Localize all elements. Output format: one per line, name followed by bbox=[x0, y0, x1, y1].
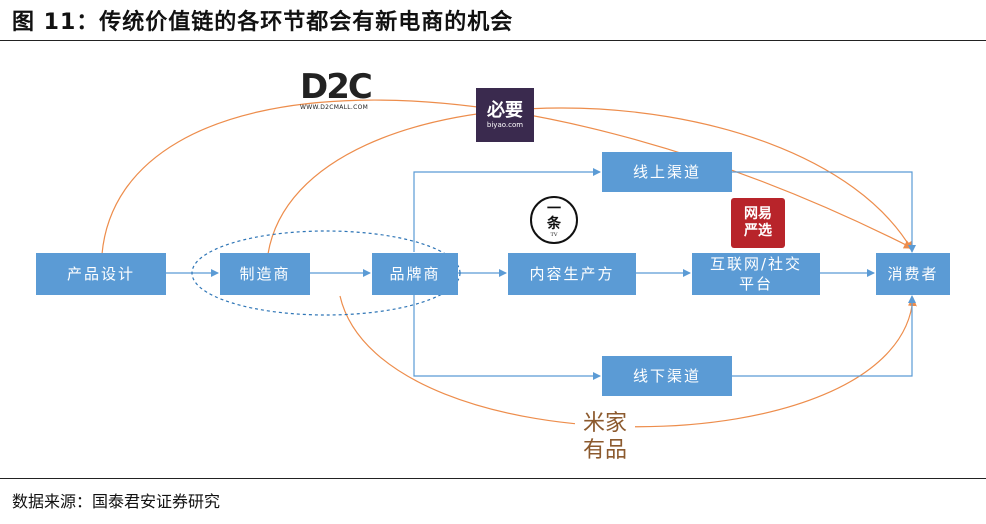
d2c-logo-url: WWW.D2CMALL.COM bbox=[300, 104, 369, 111]
yitiao-logo: 一 条 TV bbox=[530, 196, 578, 244]
netease-yanxuan-logo: 网易 严选 bbox=[731, 198, 785, 248]
yitiao-logo-mark: 一 条 bbox=[547, 201, 561, 232]
flow-connectors bbox=[101, 99, 917, 428]
source-rule bbox=[0, 478, 986, 479]
biyao-curve bbox=[267, 107, 913, 255]
mijia-youpin-logo: 米家 有品 bbox=[575, 410, 635, 470]
mijia-curve bbox=[339, 295, 917, 428]
figure-title: 图 11：传统价值链的各环节都会有新电商的机会 bbox=[12, 10, 514, 35]
node-brand: 品牌商 bbox=[372, 253, 458, 295]
node-internet-social: 互联网/社交 平台 bbox=[692, 253, 820, 295]
biyao-logo: 必要 biyao.com bbox=[476, 88, 534, 142]
node-content-producer: 内容生产方 bbox=[508, 253, 636, 295]
node-offline-channel: 线下渠道 bbox=[602, 356, 732, 396]
d2c-logo: D2C WWW.D2CMALL.COM bbox=[300, 70, 380, 126]
title-rule bbox=[0, 40, 986, 41]
bracket-to-offline bbox=[413, 294, 601, 380]
biyao-logo-mark: 必要 bbox=[487, 100, 523, 121]
online-to-consumer bbox=[732, 171, 916, 253]
bracket-to-online bbox=[413, 168, 601, 252]
node-manufacturer: 制造商 bbox=[220, 253, 310, 295]
d2c-curve bbox=[101, 99, 913, 255]
node-product-design: 产品设计 bbox=[36, 253, 166, 295]
d2c-logo-mark: D2C bbox=[300, 67, 373, 107]
node-online-channel: 线上渠道 bbox=[602, 152, 732, 192]
manufacturer-brand-ellipse bbox=[191, 230, 461, 316]
offline-to-consumer bbox=[732, 295, 916, 377]
figure-source: 数据来源：国泰君安证券研究 bbox=[12, 492, 221, 511]
yitiao-logo-sub: TV bbox=[550, 232, 558, 238]
node-consumer: 消费者 bbox=[876, 253, 950, 295]
biyao-logo-url: biyao.com bbox=[486, 121, 524, 129]
